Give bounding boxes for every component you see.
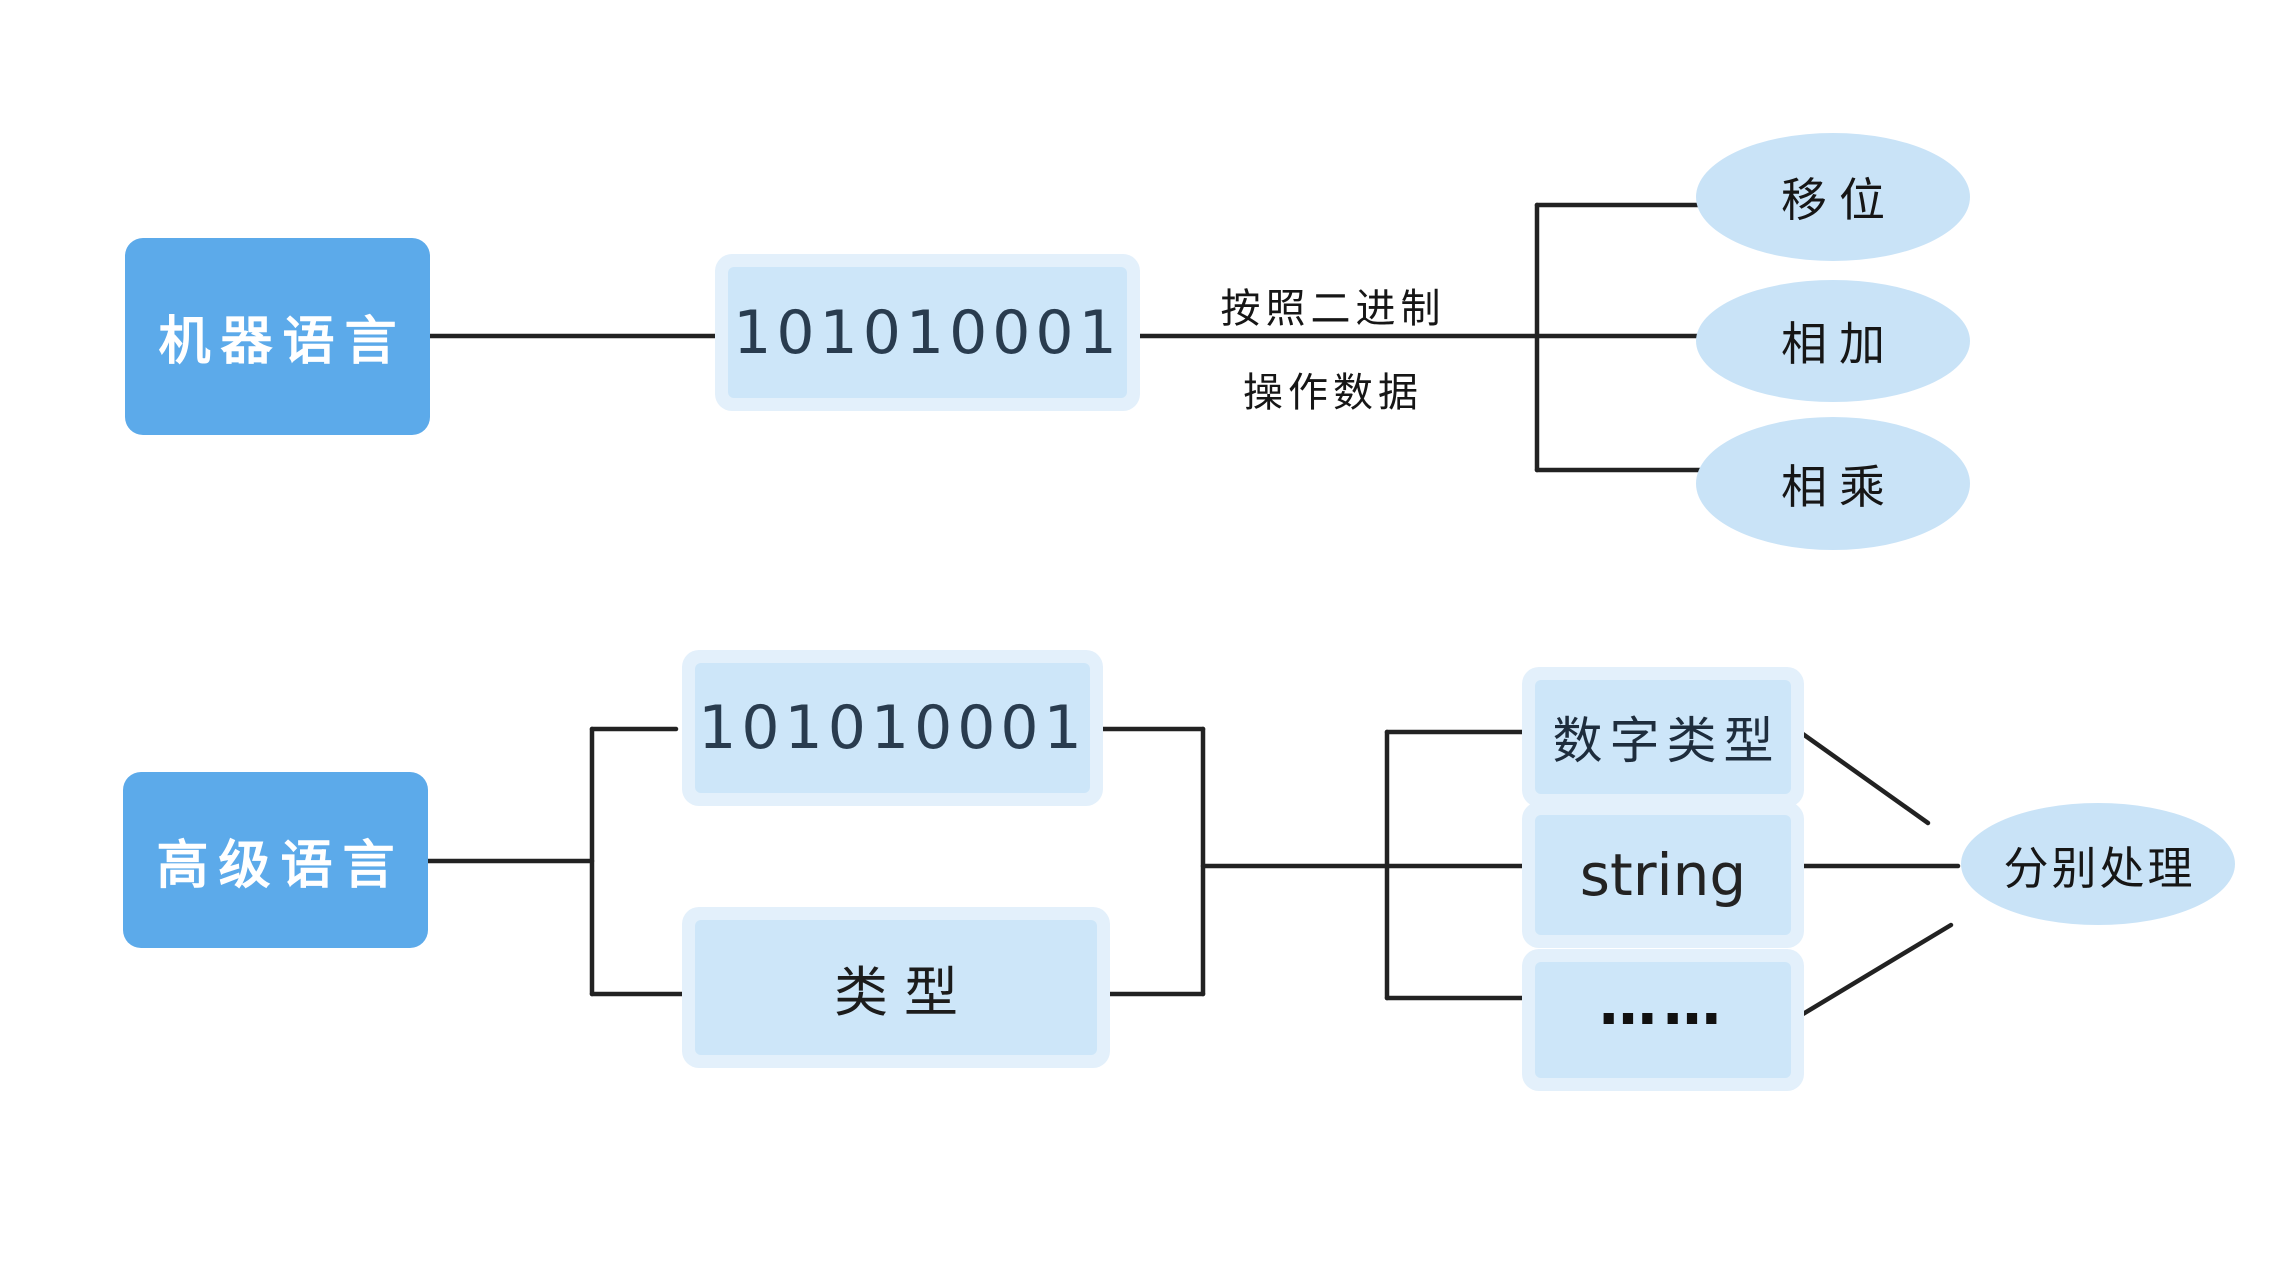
- type-text: 类型: [834, 961, 974, 1024]
- ellipse-handle-separately: 分别处理: [1961, 803, 2235, 925]
- ellipsis-text: ……: [1599, 970, 1727, 1038]
- number-type-text: 数字类型: [1552, 712, 1781, 770]
- string-text: string: [1579, 841, 1747, 909]
- connector-dots-to-handle: [1790, 922, 1954, 1023]
- ellipse-multiply: 相乘: [1696, 417, 1970, 550]
- node-number-type: 数字类型: [1535, 680, 1791, 794]
- connector-number-to-handle: [1790, 724, 1931, 826]
- binary-machine-text: 101010001: [733, 297, 1122, 368]
- edge-label-line1: 按照二进制: [1220, 286, 1446, 332]
- ellipse-shift: 移位: [1696, 133, 1970, 261]
- node-binary-machine: 101010001: [728, 267, 1127, 398]
- node-machine-language: 机器语言: [125, 238, 430, 435]
- node-high-level-language: 高级语言: [123, 772, 428, 948]
- edge-label-line2: 操作数据: [1243, 370, 1423, 416]
- node-string: string: [1535, 815, 1791, 935]
- edge-label-binary-operation: 按照二进制 操作数据: [1178, 276, 1488, 418]
- node-ellipsis: ……: [1535, 962, 1791, 1078]
- binary-highlevel-text: 101010001: [698, 693, 1087, 763]
- node-type: 类型: [695, 920, 1097, 1055]
- node-binary-highlevel: 101010001: [695, 663, 1090, 793]
- ellipse-add: 相加: [1696, 280, 1970, 402]
